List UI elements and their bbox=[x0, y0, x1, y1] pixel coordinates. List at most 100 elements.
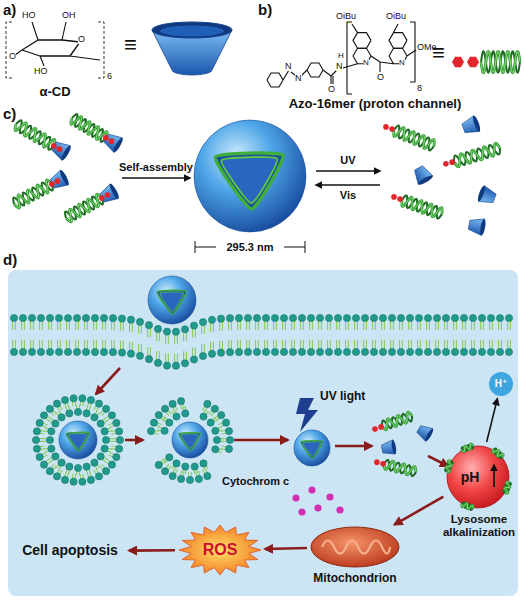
lipid-head bbox=[177, 397, 184, 404]
cup-rim bbox=[424, 428, 435, 442]
lipid-head bbox=[58, 414, 65, 421]
lipid-head bbox=[352, 314, 359, 321]
lipid-head bbox=[469, 348, 476, 355]
sphere-layer bbox=[303, 442, 321, 457]
lipid-head bbox=[163, 328, 170, 335]
lipid-head bbox=[91, 414, 98, 421]
node-text: pH bbox=[450, 470, 490, 485]
lipid-head bbox=[316, 348, 323, 355]
bond-line bbox=[283, 70, 289, 80]
lipid-head bbox=[199, 319, 206, 326]
helix-shine bbox=[382, 412, 412, 430]
helix-back bbox=[402, 195, 442, 218]
lipid-head bbox=[253, 348, 260, 355]
azo-unit bbox=[443, 161, 449, 167]
lipid-head bbox=[505, 348, 512, 355]
lipid-head bbox=[127, 350, 134, 357]
bond-line bbox=[410, 22, 415, 82]
lipid-head bbox=[244, 348, 251, 355]
nanosphere bbox=[294, 430, 330, 466]
lipid-head bbox=[190, 322, 197, 329]
azo-unit bbox=[49, 181, 55, 187]
bond-line bbox=[195, 247, 216, 248]
lipid-head bbox=[424, 348, 431, 355]
helix-front bbox=[454, 143, 500, 166]
azo-unit bbox=[109, 138, 115, 144]
cristae bbox=[322, 541, 390, 554]
azo-unit bbox=[449, 159, 455, 165]
lipid-head bbox=[496, 314, 503, 321]
cup-rim bbox=[108, 183, 120, 200]
lipid-head bbox=[73, 348, 80, 355]
helix-shine bbox=[402, 197, 442, 217]
bond-line bbox=[307, 63, 323, 77]
nanosphere bbox=[148, 276, 196, 324]
lipid-head bbox=[97, 420, 104, 427]
helix-front bbox=[402, 197, 442, 217]
ph-rise-arrow bbox=[493, 465, 495, 487]
lipid-head bbox=[177, 475, 184, 482]
cyclodextrin-cup bbox=[98, 183, 120, 206]
lipid-head bbox=[397, 314, 404, 321]
lipid-head bbox=[397, 348, 404, 355]
lipid-head bbox=[226, 315, 233, 322]
lipid-head bbox=[316, 314, 323, 321]
sphere-layer bbox=[221, 157, 277, 203]
sphere-layer bbox=[181, 434, 199, 449]
bond-line bbox=[22, 40, 80, 56]
stimulus-label: UV light bbox=[320, 390, 365, 402]
lipid-head bbox=[222, 419, 229, 426]
bond-line bbox=[332, 76, 333, 84]
lipid-head bbox=[352, 348, 359, 355]
lipid-head bbox=[61, 396, 68, 403]
lipid-head bbox=[46, 348, 53, 355]
bond-line bbox=[330, 76, 331, 84]
helix-shine bbox=[462, 503, 473, 509]
helix-front bbox=[462, 444, 473, 452]
helix-shine bbox=[454, 143, 500, 166]
lipid-head bbox=[163, 362, 170, 369]
lipid-head bbox=[334, 348, 341, 355]
azo-unit bbox=[391, 194, 397, 200]
cytochrome-dot bbox=[314, 504, 321, 511]
lipid-head bbox=[53, 400, 60, 407]
lipid-head bbox=[172, 362, 179, 369]
cup-rim bbox=[112, 137, 124, 154]
lipid-head bbox=[218, 411, 225, 418]
lipid-head bbox=[102, 436, 109, 443]
lipid-head bbox=[487, 314, 494, 321]
lipid-head bbox=[334, 314, 341, 321]
lipid-head bbox=[166, 419, 173, 426]
lipid-head bbox=[325, 348, 332, 355]
lipid-head bbox=[451, 348, 458, 355]
lipid-head bbox=[101, 428, 108, 435]
flow-arrow bbox=[487, 399, 498, 442]
lipid-head bbox=[73, 314, 80, 321]
lipid-head bbox=[212, 446, 219, 453]
cone-rim bbox=[152, 22, 232, 38]
subscript-number: 8 bbox=[417, 84, 422, 93]
lipid-head bbox=[79, 395, 86, 402]
alpha-cd-structure bbox=[6, 22, 104, 78]
atom-label: HO bbox=[34, 67, 48, 76]
proton-symbol bbox=[489, 372, 513, 396]
lipid-head bbox=[212, 427, 219, 434]
lipid-head bbox=[115, 428, 122, 435]
lipid-head bbox=[208, 316, 215, 323]
atom-label: OiBu bbox=[336, 12, 356, 21]
lipid-head bbox=[442, 314, 449, 321]
helix-shine bbox=[66, 194, 102, 222]
cell-panel bbox=[8, 270, 518, 596]
helix-shine bbox=[14, 180, 52, 208]
cyclodextrin-cup bbox=[415, 423, 434, 442]
lipid-head bbox=[145, 356, 152, 363]
bond-line bbox=[394, 24, 399, 33]
lipid-head bbox=[289, 314, 296, 321]
azo-unit bbox=[374, 459, 380, 465]
lipid-head bbox=[361, 314, 368, 321]
azo-unit bbox=[57, 146, 63, 152]
lipid-head bbox=[226, 349, 233, 356]
lipid-head bbox=[271, 314, 278, 321]
lysosome-body bbox=[447, 446, 509, 508]
